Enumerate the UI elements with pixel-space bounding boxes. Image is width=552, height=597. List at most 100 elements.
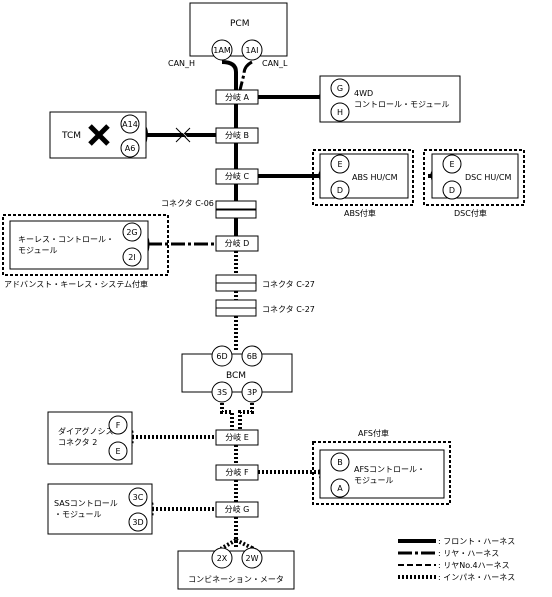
bcm-pin-3p-label: 3P xyxy=(247,388,257,397)
sas-label-1: SASコントロール xyxy=(54,499,118,508)
sas-label-2: ・モジュール xyxy=(54,510,101,519)
pcm-pin-1am xyxy=(211,39,233,61)
pcm-label: PCM xyxy=(230,19,249,29)
bcm-label: BCM xyxy=(226,371,246,381)
sas-pin-3d-label: 3D xyxy=(132,518,143,527)
abs-option: ABS付車 xyxy=(344,208,376,218)
keyless-pin-2i-label: 2I xyxy=(128,253,135,262)
wire-pcm-canh xyxy=(221,60,238,90)
junction-c: 分岐 C xyxy=(215,168,259,185)
legend-front-label: : フロント・ハーネス xyxy=(438,537,515,546)
meter-pin-2w-label: 2W xyxy=(246,554,259,563)
pcm-pin-1ai xyxy=(241,39,263,61)
afs-option: AFS付車 xyxy=(358,428,389,438)
bcm-pin-6b xyxy=(241,345,263,367)
pcm-pin-1am-label: 1AM xyxy=(213,46,231,55)
diag-pin-f xyxy=(108,415,128,435)
bcm-box xyxy=(181,353,293,393)
dsc-option: DSC付車 xyxy=(454,208,487,218)
dsc-pin-e-label: E xyxy=(449,160,454,169)
svg-text:分岐 B: 分岐 B xyxy=(225,130,249,140)
afs-pin-b xyxy=(330,452,350,472)
sas-pin-3d xyxy=(128,512,148,532)
meter-pin-2w xyxy=(241,547,263,569)
wire-pcm-canl xyxy=(238,60,253,91)
abs-pin-e xyxy=(330,154,350,174)
fourwd-pin-h-label: H xyxy=(337,108,343,117)
abs-pin-d xyxy=(330,180,350,200)
bcm-pin-3s xyxy=(211,381,233,403)
keyless-option: アドバンスト・キーレス・システム付車 xyxy=(4,279,148,289)
svg-text:コネクタ C-27: コネクタ C-27 xyxy=(262,305,315,314)
afs-label-1: AFSコントロール・ xyxy=(354,465,425,474)
svg-text:分岐 D: 分岐 D xyxy=(225,238,250,248)
bcm-pin-3s-label: 3S xyxy=(217,388,227,397)
wire-bcm-e xyxy=(220,403,234,430)
bcm-pin-6d-label: 6D xyxy=(216,352,227,361)
disconnect-cross-icon xyxy=(175,126,192,143)
junction-a: 分岐 A xyxy=(215,89,259,105)
connector-c06: コネクタ C-06 xyxy=(161,199,257,219)
dsc-pin-e xyxy=(442,154,462,174)
svg-text:コネクタ C-06: コネクタ C-06 xyxy=(161,199,214,208)
tcm-pin-a14 xyxy=(120,114,140,134)
diag-pin-f-label: F xyxy=(116,421,121,430)
legend: : フロント・ハーネス : リヤ・ハーネス : リヤNo.4ハーネス : インパ… xyxy=(398,537,515,582)
afs-pin-b-label: B xyxy=(337,458,343,467)
abs-pin-e-label: E xyxy=(337,160,342,169)
afs-pin-a-label: A xyxy=(337,484,343,493)
keyless-label-1: キーレス・コントロール・ xyxy=(18,235,114,244)
fourwd-pin-h xyxy=(330,102,350,122)
svg-text:分岐 E: 分岐 E xyxy=(225,432,249,442)
fourwd-label-2: コントロール・モジュール xyxy=(354,100,449,109)
meter-box xyxy=(177,550,295,590)
abs-label: ABS HU/CM xyxy=(352,173,398,182)
wire-bcm-e2 xyxy=(238,403,254,430)
junction-d: 分岐 D xyxy=(215,235,259,252)
junction-b: 分岐 B xyxy=(215,127,259,144)
tcm-pin-a6 xyxy=(120,138,140,158)
keyless-label-2: モジュール xyxy=(18,246,57,255)
dsc-label: DSC HU/CM xyxy=(465,173,512,182)
pcm-box xyxy=(189,2,288,57)
keyless-pin-2i xyxy=(122,247,142,267)
connector-c27-2: コネクタ C-27 xyxy=(215,299,315,317)
keyless-pin-2g xyxy=(122,222,142,242)
svg-text:分岐 C: 分岐 C xyxy=(225,171,250,181)
fourwd-pin-g xyxy=(330,78,350,98)
keyless-option-frame xyxy=(2,214,169,276)
bcm-pin-3p xyxy=(241,381,263,403)
dsc-pin-d xyxy=(442,180,462,200)
pcm-can-h: CAN_H xyxy=(168,59,195,68)
diag-pin-e-label: E xyxy=(115,447,120,456)
afs-pin-a xyxy=(330,478,350,498)
junction-f: 分岐 F xyxy=(215,464,259,481)
svg-text:分岐 F: 分岐 F xyxy=(225,467,249,477)
legend-no4-label: : リヤNo.4ハーネス xyxy=(438,561,510,570)
bcm-pin-6b-label: 6B xyxy=(247,352,258,361)
diag-label-1: ダイアグノシス・ xyxy=(58,426,121,436)
svg-text:分岐 G: 分岐 G xyxy=(225,504,250,514)
meter-pin-2x-label: 2X xyxy=(217,554,228,563)
diag-pin-e xyxy=(108,441,128,461)
diag-label-2: コネクタ 2 xyxy=(58,438,97,447)
abs-pin-d-label: D xyxy=(337,186,343,195)
tcm-x-mark-icon xyxy=(88,124,110,146)
tcm-pin-a14-label: A14 xyxy=(122,120,138,129)
legend-instrument-label: : インパネ・ハーネス xyxy=(438,573,515,582)
dsc-pin-d-label: D xyxy=(449,186,455,195)
fourwd-pin-g-label: G xyxy=(337,84,343,93)
pcm-pin-1ai-label: 1AI xyxy=(246,46,259,55)
junction-g: 分岐 G xyxy=(215,501,259,518)
svg-text:分岐 A: 分岐 A xyxy=(225,92,250,102)
afs-option-frame xyxy=(312,441,451,505)
svg-text:コネクタ C-27: コネクタ C-27 xyxy=(262,280,315,289)
abs-option-frame xyxy=(312,149,414,206)
sas-pin-3c xyxy=(128,487,148,507)
tcm-label: TCM xyxy=(61,131,81,141)
pcm-can-l: CAN_L xyxy=(262,59,288,68)
legend-rear-label: : リヤ・ハーネス xyxy=(438,549,499,558)
sas-pin-3c-label: 3C xyxy=(133,493,144,502)
junction-e: 分岐 E xyxy=(215,429,259,446)
